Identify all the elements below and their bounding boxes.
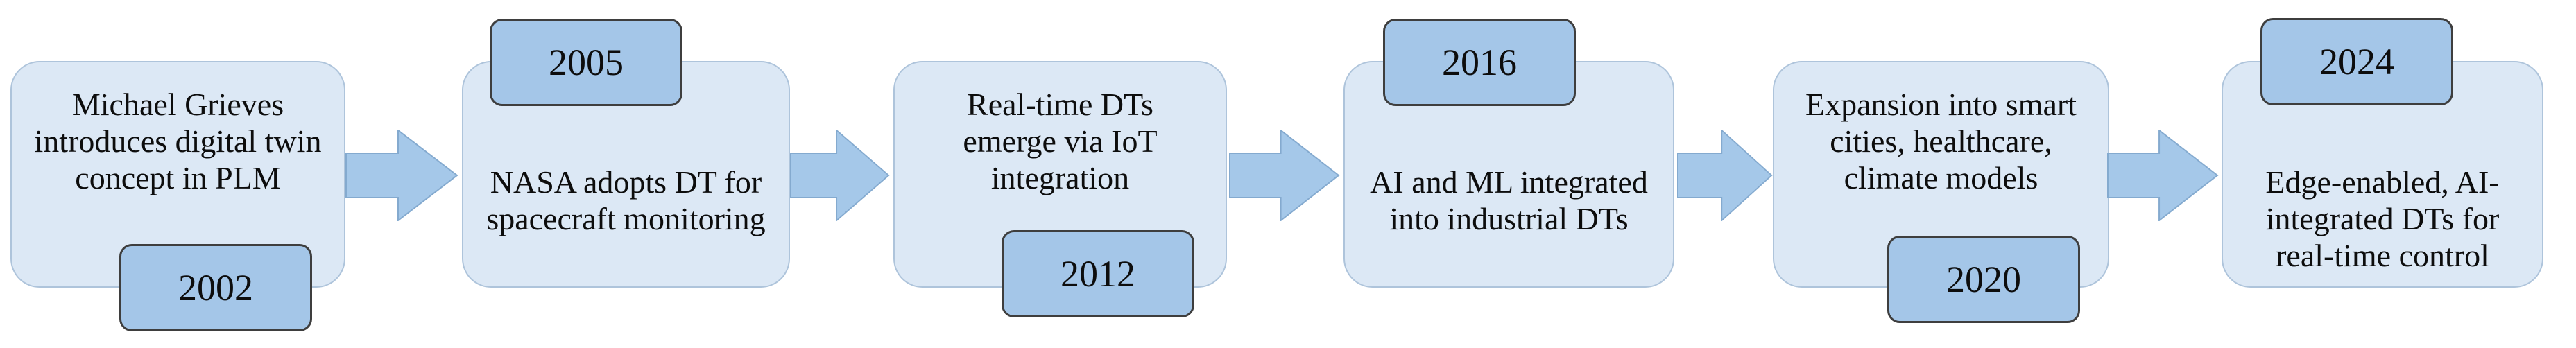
year-badge-2012: 2012 bbox=[1002, 230, 1194, 317]
milestone-text-line: concept in PLM bbox=[75, 160, 281, 195]
milestone-text-line: real-time control bbox=[2276, 238, 2489, 273]
year-label: 2020 bbox=[1946, 259, 2021, 300]
year-badge-2002: 2002 bbox=[119, 244, 312, 331]
year-label: 2016 bbox=[1442, 42, 1517, 83]
milestone-text-line: NASA adopts DT for bbox=[490, 164, 762, 200]
milestone-text-line: integration bbox=[990, 160, 1130, 195]
milestone-text-line: introduces digital twin bbox=[34, 123, 322, 159]
year-badge-2020: 2020 bbox=[1887, 236, 2080, 323]
milestone-text-2016: AI and ML integrated into industrial DTs bbox=[1345, 164, 1673, 237]
milestone-text-line: spacecraft monitoring bbox=[486, 201, 766, 236]
arrow-right-icon bbox=[345, 130, 458, 221]
year-label: 2024 bbox=[2319, 41, 2394, 82]
milestone-text-2005: NASA adopts DT for spacecraft monitoring bbox=[463, 164, 789, 237]
year-badge-2005: 2005 bbox=[490, 19, 682, 106]
year-label: 2005 bbox=[549, 42, 624, 83]
milestone-text-line: integrated DTs for bbox=[2265, 201, 2500, 236]
milestone-text-2002: Michael Grieves introduces digital twin … bbox=[12, 86, 344, 196]
milestone-text-line: Expansion into smart bbox=[1805, 87, 2077, 122]
arrow-right-icon bbox=[2107, 130, 2219, 221]
milestone-text-line: Real-time DTs bbox=[967, 87, 1153, 122]
year-label: 2002 bbox=[178, 267, 253, 308]
milestone-text-line: into industrial DTs bbox=[1389, 201, 1629, 236]
year-badge-2016: 2016 bbox=[1383, 19, 1576, 106]
year-badge-2024: 2024 bbox=[2260, 18, 2453, 105]
arrow-right-icon bbox=[1229, 130, 1340, 221]
milestone-text-2012: Real-time DTs emerge via IoT integration bbox=[895, 86, 1226, 196]
milestone-text-line: cities, healthcare, bbox=[1830, 123, 2052, 159]
arrow-right-icon bbox=[1677, 130, 1773, 221]
milestone-text-line: Michael Grieves bbox=[71, 87, 284, 122]
milestone-text-line: climate models bbox=[1844, 160, 2038, 195]
arrow-right-icon bbox=[790, 130, 890, 221]
milestone-text-line: Edge-enabled, AI- bbox=[2265, 164, 2500, 200]
milestone-text-line: AI and ML integrated bbox=[1370, 164, 1648, 200]
milestone-text-line: emerge via IoT bbox=[963, 123, 1158, 159]
milestone-text-2024: Edge-enabled, AI- integrated DTs for rea… bbox=[2223, 164, 2542, 274]
year-label: 2012 bbox=[1061, 253, 1135, 295]
milestone-text-2020: Expansion into smart cities, healthcare,… bbox=[1774, 86, 2108, 196]
